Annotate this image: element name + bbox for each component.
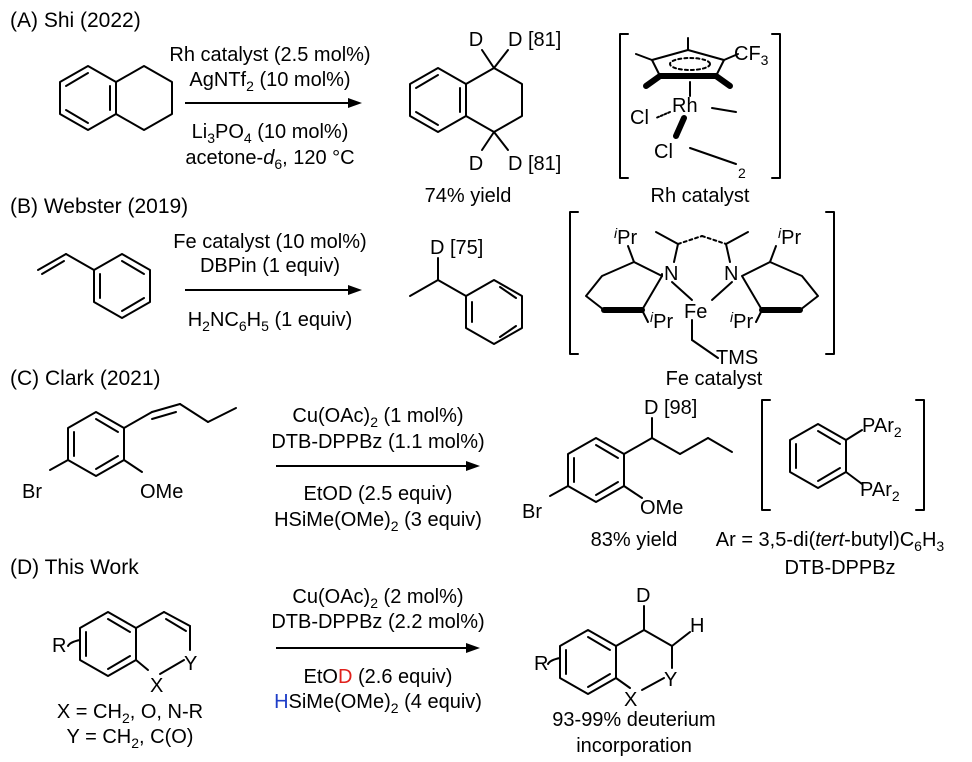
dimer-subscript: 2 [738, 165, 746, 181]
ome-group-c2: OMe [640, 497, 683, 519]
cond-a-4: acetone-d6, 120 °C [185, 147, 354, 172]
n-atom-2: N [724, 263, 738, 285]
cond-b-1: Fe catalyst (10 mol%) [173, 231, 366, 253]
cf3-group: CF3 [734, 43, 769, 68]
deuterated-bicycle-structure [547, 605, 691, 695]
br-atom-c1: Br [22, 481, 42, 503]
yield-c: 83% yield [591, 529, 678, 551]
d-label-b: D [75] [430, 237, 483, 259]
cond-b-2: DBPin (1 equiv) [200, 255, 340, 277]
cl-atom-2: Cl [654, 141, 673, 163]
ipr-group-2: iPr [778, 225, 801, 249]
d-atom-a2: D [469, 153, 483, 175]
fe-catalyst-structure [569, 211, 835, 359]
section-d-label: (D) This Work [10, 556, 139, 579]
styrene-structure [37, 253, 151, 319]
d-atom-d: D [636, 585, 650, 607]
section-a-label: (A) Shi (2022) [10, 9, 141, 32]
cond-d-3: EtOD (2.6 equiv) [304, 666, 453, 688]
deuterated-tetralin-structure [409, 49, 523, 151]
fe-atom: Fe [684, 301, 707, 323]
section-b-label: (B) Webster (2019) [10, 195, 188, 218]
bromo-methoxy-butenylbenzene-structure [49, 403, 237, 477]
r-group-d2: R [534, 653, 548, 675]
rh-catalyst-structure [619, 33, 781, 179]
yield-a: 74% yield [425, 185, 512, 207]
x-atom-d2: X [624, 689, 637, 711]
deuterated-ethylbenzene-structure [409, 257, 523, 345]
section-d: (D) This Work R X Y X = CH2, O, N-R Y = … [10, 556, 716, 757]
cond-a-2: AgNTf2 (10 mol%) [189, 69, 350, 94]
y-atom-d2: Y [664, 669, 677, 691]
incorporation-line-1: 93-99% deuterium [552, 709, 715, 731]
incorporation-line-2: incorporation [576, 735, 692, 757]
rh-atom: Rh [672, 95, 698, 117]
par2-group-2: PAr2 [860, 479, 900, 504]
dtb-dppbz-ligand-structure [761, 399, 925, 511]
cond-d-2: DTB-DPPBz (2.2 mol%) [271, 611, 484, 633]
tetralin-structure [59, 65, 173, 131]
ar-definition: Ar = 3,5-di(tert-butyl)C6H3 [716, 529, 945, 554]
arrowhead-a [348, 98, 362, 108]
par2-group-1: PAr2 [862, 415, 902, 440]
x-atom-d1: X [150, 675, 163, 697]
y-atom-d1: Y [184, 653, 197, 675]
unsaturated-bicycle-structure [67, 611, 191, 677]
d-label-c: D [98] [644, 397, 697, 419]
section-c: (C) Clark (2021) Br OMe Cu(OAc)2 (1 mol%… [10, 367, 944, 579]
ligand-caption: DTB-DPPBz [784, 557, 895, 579]
tms-group: TMS [716, 347, 758, 369]
section-a: (A) Shi (2022) Rh catalyst (2.5 mol%) Ag… [10, 9, 781, 207]
h-atom-d: H [690, 615, 704, 637]
cond-c-2: DTB-DPPBz (1.1 mol%) [271, 431, 484, 453]
r-group-d1: R [52, 635, 66, 657]
section-b: (B) Webster (2019) Fe catalyst (10 mol%)… [10, 195, 835, 390]
arrowhead-d [466, 643, 480, 653]
fe-catalyst-caption: Fe catalyst [666, 368, 763, 390]
br-atom-c2: Br [522, 501, 542, 523]
y-definition: Y = CH2, C(O) [67, 726, 194, 751]
n-atom-1: N [664, 263, 678, 285]
cond-c-4: HSiMe(OMe)2 (3 equiv) [274, 509, 482, 534]
ipr-group-1: iPr [614, 225, 637, 249]
cond-c-1: Cu(OAc)2 (1 mol%) [292, 405, 463, 430]
arrowhead-c [466, 461, 480, 471]
section-c-label: (C) Clark (2021) [10, 367, 161, 390]
cond-a-1: Rh catalyst (2.5 mol%) [169, 44, 370, 66]
d-label-a-bottom: D [81] [508, 153, 561, 175]
ipr-group-3: iPr [650, 309, 673, 333]
cond-d-4: HSiMe(OMe)2 (4 equiv) [274, 691, 482, 716]
x-definition: X = CH2, O, N-R [57, 701, 203, 726]
cond-d-1: Cu(OAc)2 (2 mol%) [292, 586, 463, 611]
ome-group-c1: OMe [140, 481, 183, 503]
cl-atom-1: Cl [630, 107, 649, 129]
deuterated-butylbenzene-structure [549, 417, 733, 503]
arrowhead-b [348, 285, 362, 295]
cond-a-3: Li3PO4 (10 mol%) [192, 121, 349, 146]
rh-catalyst-caption: Rh catalyst [651, 185, 750, 207]
ipr-group-4: iPr [730, 309, 753, 333]
d-atom-a1: D [469, 29, 483, 51]
d-label-a-top: D [81] [508, 29, 561, 51]
cond-c-3: EtOD (2.5 equiv) [304, 483, 453, 505]
cond-b-3: H2NC6H5 (1 equiv) [188, 309, 353, 334]
